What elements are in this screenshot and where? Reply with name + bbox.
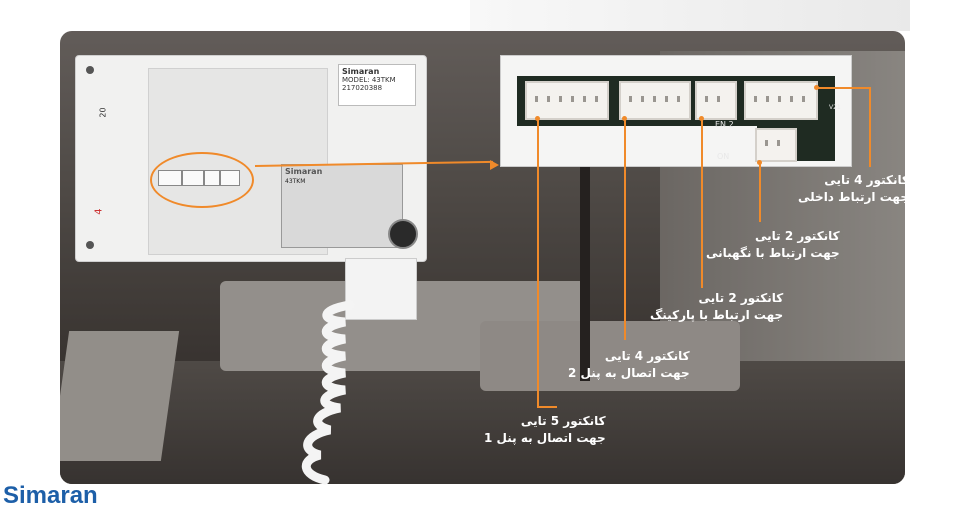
callout-internal: کانکتور 4 تایی جهت ارتباط داخلی: [798, 172, 909, 206]
connector-4-pin-panel2: [619, 81, 691, 120]
leader-line-5pin-h: [537, 406, 557, 408]
floor-lamp: [580, 151, 590, 381]
callout-parking: کانکتور 2 تایی جهت ارتباط با پارکینگ: [650, 290, 783, 324]
model-label-brand: Simaran: [342, 67, 380, 76]
model-label: Simaran MODEL: 43TKM 217020388: [338, 64, 416, 106]
callout-panel2: کانکتور 4 تایی جهت اتصال به پنل 2: [568, 348, 690, 382]
handset-cradle: [345, 258, 417, 320]
mount-hole-icon: [86, 66, 94, 74]
coiled-cord-icon: [301, 300, 355, 485]
sofa-chaise: [480, 321, 740, 391]
side-number-top: 20: [98, 107, 108, 118]
mount-hole-icon: [86, 241, 94, 249]
leader-line-2pin-guard: [759, 162, 761, 222]
callout-panel1-title: کانکتور 5 تایی: [520, 414, 606, 428]
callout-panel2-desc: جهت اتصال به پنل 2: [568, 366, 690, 380]
intercom-back-panel: Simaran MODEL: 43TKM 217020388 Simaran 4…: [75, 55, 427, 262]
sticker-model: 43TKM: [285, 178, 306, 185]
connector-5-pin: [525, 81, 609, 120]
pcb-tag-version: V21: [829, 104, 841, 111]
model-label-model: MODEL: 43TKM: [342, 76, 396, 84]
wiring-sticker: Simaran 43TKM: [281, 164, 403, 248]
connector-highlight-circle: [150, 152, 254, 208]
leader-line-4pin-internal-h: [816, 87, 870, 89]
connector-2-pin-parking: [695, 81, 737, 120]
leader-line-4pin-panel2: [624, 118, 626, 340]
leader-line-4pin-internal: [869, 87, 871, 167]
callout-panel2-title: کانکتور 4 تایی: [604, 349, 690, 363]
leader-line-5pin: [537, 118, 539, 406]
callout-internal-desc: جهت ارتباط داخلی: [798, 190, 909, 204]
connector-4-pin-internal: [744, 81, 818, 120]
side-number-bottom: 4: [93, 208, 105, 215]
sticker-brand: Simaran: [285, 167, 323, 176]
callout-guard-desc: جهت ارتباط با نگهبانی: [706, 246, 840, 260]
callout-guard-title: کانکتور 2 تایی: [754, 229, 840, 243]
connector-zoom-panel: EN 2 ON V21: [500, 55, 852, 167]
callout-panel1: کانکتور 5 تایی جهت اتصال به پنل 1: [484, 413, 606, 447]
panel-cover: [517, 126, 757, 162]
pcb-tag-on: ON: [717, 152, 730, 161]
model-label-serial: 217020388: [342, 84, 383, 92]
connector-2-pin-guard: [755, 128, 797, 162]
callout-guard: کانکتور 2 تایی جهت ارتباط با نگهبانی: [706, 228, 840, 262]
leader-line-2pin-parking: [701, 118, 703, 288]
callout-internal-title: کانکتور 4 تایی: [824, 173, 909, 187]
callout-parking-desc: جهت ارتباط با پارکینگ: [650, 308, 784, 322]
top-gradient-band: [470, 0, 910, 31]
callout-panel1-desc: جهت اتصال به پنل 1: [484, 431, 606, 445]
brand-logo: Simaran: [3, 482, 98, 509]
zoom-arrow-head-icon: [490, 160, 499, 170]
volume-knob: [388, 219, 418, 249]
callout-parking-title: کانکتور 2 تایی: [698, 291, 784, 305]
pcb-tag-en2: EN 2: [715, 120, 734, 129]
